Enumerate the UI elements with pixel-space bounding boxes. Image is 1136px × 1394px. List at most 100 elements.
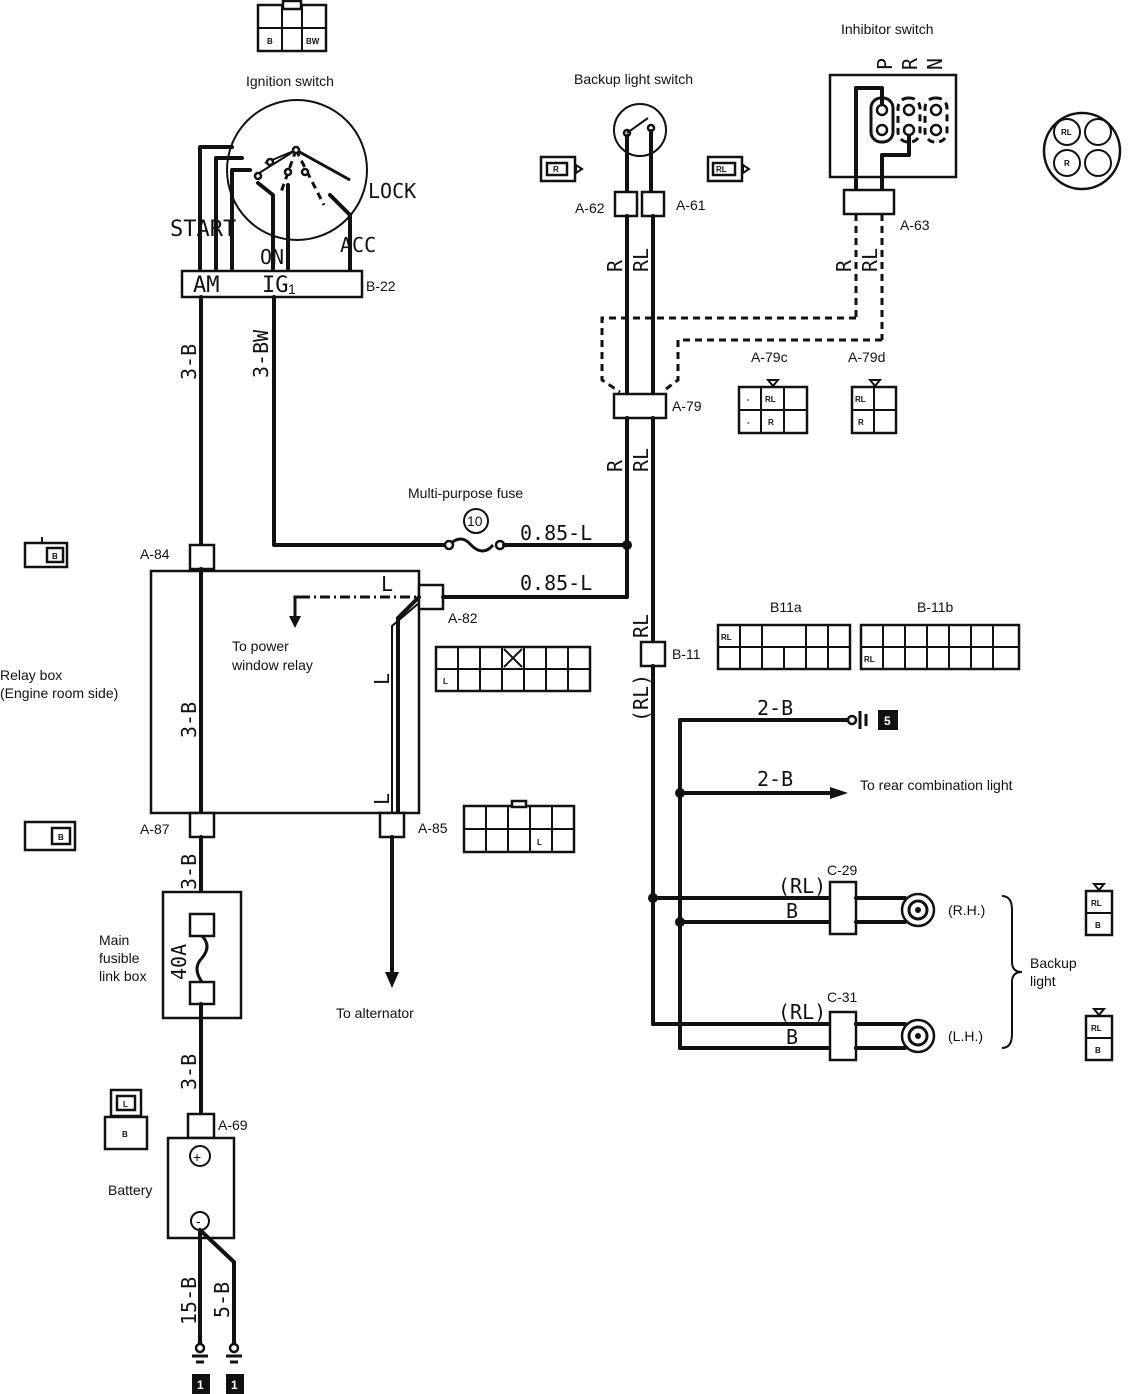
wire-battery-ground-2 <box>198 1228 236 1348</box>
connector-b22-label: B-22 <box>366 278 396 294</box>
wire-r-label-3: R <box>603 459 627 472</box>
pin-rl-rh: RL <box>1091 899 1102 908</box>
connector-a87-label: A-87 <box>140 821 170 837</box>
fuse-number: 10 <box>467 513 483 529</box>
a79c-connector-glyph: - RL - R <box>737 379 809 435</box>
ignition-connector-glyph: B BW <box>256 0 328 53</box>
wire-relay-main-label: 3-B <box>177 702 201 738</box>
wire-ground-2b-label: 2-B <box>757 696 793 720</box>
fusible-link-label-1: Main <box>99 932 129 948</box>
wire-to-power-window <box>293 595 300 620</box>
lh-lamp <box>900 1018 936 1054</box>
fuse-symbol <box>447 537 495 553</box>
ground-5: 5 <box>884 714 891 728</box>
fuse-number-circle <box>463 508 489 534</box>
connector-a69-label: A-69 <box>218 1117 248 1133</box>
connector-b11 <box>639 640 667 668</box>
wire-rh-rl-label: (RL) <box>778 874 826 898</box>
wire-am-feed-label: 3-B <box>177 344 201 380</box>
connector-a63-label: A-63 <box>900 217 930 233</box>
connector-a79-label: A-79 <box>672 398 702 414</box>
a84-connector-glyph: B <box>23 537 69 569</box>
connector-a84 <box>188 543 216 571</box>
to-power-window-1: To power <box>232 638 289 654</box>
pin-rl-inhibitor: RL <box>1061 128 1072 137</box>
wire-ig1-feed <box>272 295 447 547</box>
a79d-connector-glyph: RL R <box>850 379 898 435</box>
connector-a62 <box>613 190 639 218</box>
connector-c31-label: C-31 <box>827 989 858 1005</box>
to-rear-combination-label: To rear combination light <box>860 777 1013 793</box>
connector-a79c-label: A-79c <box>751 349 788 365</box>
pin-rl-a61: RL <box>716 165 727 174</box>
wire-relay-out <box>441 543 629 599</box>
position-n: N <box>923 58 947 70</box>
connector-b11b-label: B-11b <box>917 599 954 615</box>
connector-a79 <box>612 392 668 420</box>
connector-a82 <box>417 583 445 611</box>
pin-r-inhibitor: R <box>1064 159 1070 168</box>
wire-below-relay-label: 3-B <box>177 854 201 890</box>
pin-l-a85: L <box>537 838 542 847</box>
wire-rl-label-4: RL <box>629 614 653 638</box>
ig1-terminal-sub: 1 <box>288 281 296 297</box>
connector-a61-label: A-61 <box>676 197 706 213</box>
rh-lamp-label: (R.H.) <box>948 902 985 918</box>
connector-a62-label: A-62 <box>575 200 605 216</box>
lock-position-label: LOCK <box>368 179 416 203</box>
wire-rl-label-3: RL <box>629 448 653 472</box>
wire-rl-label-2: RL <box>858 248 882 272</box>
a85-connector-glyph: L <box>462 799 576 854</box>
connector-a82-label: A-82 <box>448 610 478 626</box>
connector-b22-block <box>180 269 364 299</box>
connector-b11-label: B-11 <box>672 646 701 662</box>
wire-battery-ground-1-label: 15-B <box>177 1277 201 1325</box>
pin-b-battery: B <box>122 1130 128 1139</box>
connector-a69 <box>186 1112 216 1140</box>
pin-rl-lh: RL <box>1091 1024 1102 1033</box>
a82-connector-glyph: L <box>434 645 592 693</box>
battery-positive <box>189 1145 211 1167</box>
ig1-terminal-label: IG <box>262 273 289 298</box>
wire-fuse-out-label: 0.85-L <box>520 521 592 545</box>
svg-text:-: - <box>196 1213 201 1229</box>
ground-1b: 1 <box>231 1378 238 1392</box>
backup-light-switch <box>613 103 667 157</box>
wire-relay-internal <box>396 595 421 815</box>
b11a-connector-glyph: RL <box>716 623 852 671</box>
a87-connector-glyph: B <box>23 820 77 852</box>
relay-box-label-1: Relay box <box>0 667 62 683</box>
relay-box <box>149 569 421 815</box>
wire-to-battery-label: 3-B <box>177 1054 201 1090</box>
pin-rl-a79c: RL <box>765 395 776 404</box>
rh-lamp <box>900 892 936 928</box>
inhibitor-connector-glyph: RL R <box>1042 111 1122 191</box>
battery-ground-symbols: 1 1 <box>192 1342 244 1394</box>
pin-b: B <box>267 37 273 46</box>
ground-5-symbol: 5 <box>846 710 898 730</box>
pin-b-lh: B <box>1095 1046 1101 1055</box>
pin-rl-b11a: RL <box>721 633 732 642</box>
b11b-connector-glyph: RL <box>859 623 1021 671</box>
fusible-link-label-3: link box <box>99 968 146 984</box>
fusible-link-label-2: fusible <box>99 950 140 966</box>
relay-internal-l1: L <box>381 572 393 596</box>
pin-l-battery: L <box>123 1100 128 1109</box>
battery <box>166 1136 236 1240</box>
am-terminal-label: AM <box>193 273 220 298</box>
fusible-link-rating: 40A <box>167 944 191 980</box>
pin-dash-1: - <box>747 395 750 404</box>
connector-b11a-label: B11a <box>770 599 802 615</box>
connector-a87 <box>188 811 216 839</box>
wire-rear-2b-label: 2-B <box>757 767 793 791</box>
backup-light-switch-label: Backup light switch <box>574 71 693 87</box>
pin-r-a79d: R <box>858 418 864 427</box>
ground-1a: 1 <box>197 1378 204 1392</box>
lh-lamp-label: (L.H.) <box>948 1028 983 1044</box>
wire-r-label-2: R <box>832 259 856 272</box>
wire-rl-paren-label: (RL) <box>629 674 653 722</box>
pin-b-a87: B <box>58 833 64 842</box>
connector-c31 <box>828 1010 858 1062</box>
backup-light-brace <box>1001 895 1023 1049</box>
wire-lh-rl-label: (RL) <box>778 1000 826 1024</box>
